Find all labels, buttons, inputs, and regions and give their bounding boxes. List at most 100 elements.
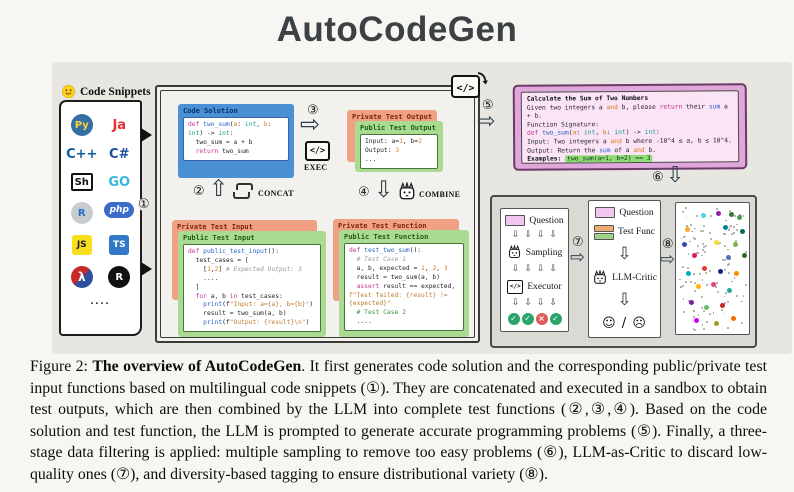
huggingface-icon (61, 84, 76, 99)
data-point (740, 229, 746, 235)
arrow-triangle-bottom (141, 262, 152, 276)
down-arrow-icon: ⇩ (549, 264, 558, 275)
down-arrow-icon: ⇩ (537, 264, 545, 275)
down-arrow-icon: ⇩ (524, 264, 532, 275)
arrow-triangle-top (141, 128, 152, 142)
public-test-input-code: def public_test_input(): test_cases = [ … (183, 244, 321, 333)
step-7-arrow-icon: ⇨ (570, 247, 586, 268)
public-test-function-box: Public Test Function def test_two_sum():… (339, 230, 469, 337)
data-point (694, 318, 700, 324)
step-6: ⑥ (652, 170, 664, 185)
step-8-arrow-icon: ⇨ (660, 249, 676, 270)
test-func-label: Test Func (617, 227, 656, 238)
down-arrow-icon: ⇩ (524, 230, 532, 241)
private-test-input-title: Private Test Input (177, 223, 253, 231)
code-solution-box: Code Solution def two_sum(a: int, b: int… (178, 104, 294, 178)
exec-label: EXEC (304, 163, 328, 172)
check-icon: ✓ (507, 312, 520, 325)
concat-arrow-icon: ⇧ (209, 176, 229, 202)
data-point (730, 315, 736, 321)
happy-sad-faces-icon: ☺ / ☹ (602, 315, 647, 331)
data-point (703, 305, 709, 311)
page-title: AutoCodeGen (276, 10, 518, 49)
step-7: ⑦ (572, 235, 584, 250)
down-arrow-icon: ⇩ (617, 244, 632, 265)
step-4: ④ (358, 185, 370, 200)
down-arrow-icon: ⇩ (549, 297, 558, 308)
rust-icon: R (108, 266, 131, 288)
private-test-output-title: Private Test Output (352, 113, 433, 121)
robot-sampling-icon (507, 245, 522, 260)
arrows-row: ⇩ ⇩ ⇩ ⇩ (511, 297, 558, 308)
sampling-results: ✓✓×✓ (507, 312, 562, 325)
svg-text:</>: </> (456, 83, 474, 94)
arrows-row: ⇩⇩⇩⇩ (512, 231, 557, 240)
sandbox-inner-border (160, 90, 475, 338)
step-5-arrow-icon: ⇨ (477, 109, 496, 134)
data-point (734, 271, 740, 277)
data-point (713, 320, 719, 326)
code-solution-code: def two_sum(a: int, b: int) -> int: two_… (183, 117, 289, 161)
robot-critic-icon (592, 269, 608, 286)
sampling-panel: Question ⇩⇩⇩⇩ Sampling ⇩⇩⇩⇩ </>Executor … (500, 208, 569, 332)
cross-icon: × (535, 312, 548, 325)
down-arrow-icon: ⇩ (511, 230, 520, 241)
question-label: Question (619, 207, 654, 218)
data-point (727, 288, 733, 294)
data-point (681, 242, 687, 248)
step-2: ② (193, 184, 205, 199)
down-arrow-icon: ⇩ (524, 297, 532, 308)
data-point (741, 252, 747, 258)
php-icon: php (104, 202, 135, 218)
down-arrow-icon: ⇩ (511, 264, 520, 275)
data-point (711, 281, 717, 287)
data-point (696, 284, 702, 290)
data-point (716, 210, 722, 216)
arrows-row: ⇩ ⇩ ⇩ ⇩ (512, 265, 557, 274)
step-3: ③ (307, 103, 319, 118)
data-point (713, 239, 719, 245)
step-1: ① (138, 197, 150, 212)
public-test-function-code: def test_two_sum(): # Test Case 1 a, b, … (344, 243, 464, 332)
public-test-input-box: Public Test Input def public_test_input(… (178, 231, 326, 337)
csharp-icon: C# (109, 147, 130, 162)
diversity-scatter-panel (675, 202, 750, 335)
check-icon: ✓ (549, 312, 562, 325)
data-point (737, 214, 743, 220)
javascript-icon: JS (71, 235, 92, 255)
data-point (732, 242, 738, 248)
figure-caption: Figure 2: The overview of AutoCodeGen. I… (30, 358, 767, 483)
test-func-swatch (593, 224, 614, 240)
exec-icon: </> (305, 141, 330, 161)
down-arrow-icon: ⇩ (511, 297, 520, 308)
java-icon: Ja (112, 117, 127, 133)
sampling-label: Sampling (525, 247, 563, 258)
data-point (692, 252, 698, 258)
data-point (701, 265, 707, 271)
code-solution-title: Code Solution (183, 107, 238, 115)
llm-codegen-icon: </> (451, 72, 488, 98)
down-arrow-icon: ⇩ (537, 297, 545, 308)
question-label: Question (529, 215, 564, 226)
data-point (728, 212, 734, 218)
step-6-arrow-icon: ⇩ (666, 163, 685, 188)
concat-label: CONCAT (258, 189, 294, 198)
data-point (725, 255, 731, 261)
go-icon: GO (108, 174, 131, 190)
typescript-icon: TS (109, 235, 130, 255)
python-icon: Py (70, 114, 93, 136)
step-8: ⑧ (662, 237, 674, 252)
critic-panel: Question Test Func ⇩ LLM-Critic ⇩ ☺ / ☹ (588, 200, 661, 338)
racket-icon: λ (70, 266, 93, 288)
data-point (719, 302, 725, 308)
public-test-output-title: Public Test Output (360, 124, 436, 132)
exec-arrow-icon: ⇨ (300, 110, 321, 138)
down-arrow-icon: ⇩ (617, 290, 632, 311)
public-test-function-title: Public Test Function (344, 233, 429, 241)
code-snippets-label: Code Snippets (61, 84, 151, 99)
